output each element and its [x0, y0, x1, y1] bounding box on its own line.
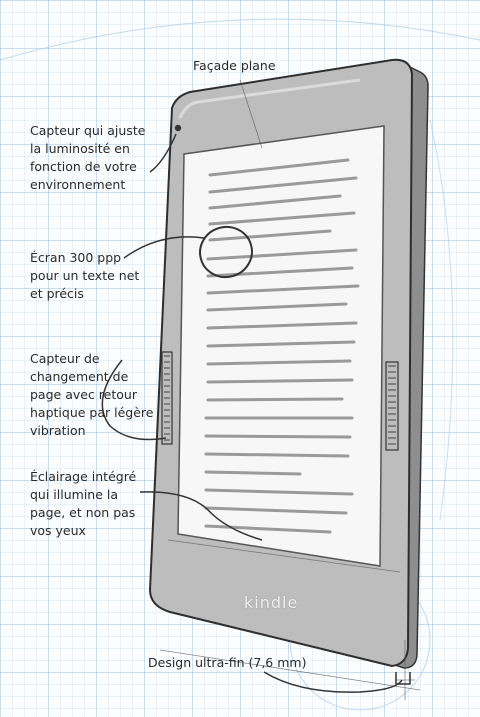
- label-built-in-light: Éclairage intégré qui illumine la page, …: [30, 469, 137, 538]
- light-sensor-dot: [174, 124, 182, 132]
- page-turn-sensor-right: [385, 361, 399, 451]
- construction-lines: [159, 79, 421, 700]
- page-turn-sensor-left: [161, 351, 173, 445]
- device-brand-logo: kindle: [244, 593, 299, 612]
- blueprint-arc-right: [429, 119, 454, 521]
- label-ultra-thin-design: Design ultra-fin (7,6 mm): [148, 655, 307, 670]
- label-facade-plane: Façade plane: [193, 58, 276, 73]
- bezel-highlight: [178, 78, 361, 119]
- pixel-density-circle: [199, 225, 253, 279]
- screen-text-lines: [204, 158, 360, 534]
- label-screen-resolution: Écran 300 ppp pour un texte net et préci…: [30, 250, 140, 301]
- leader-lines: [101, 133, 403, 693]
- thickness-bracket: [395, 672, 411, 685]
- blueprint-arc: [0, 18, 480, 61]
- label-light-sensor: Capteur qui ajuste la luminosité en fonc…: [30, 123, 146, 192]
- label-page-turn-sensor: Capteur de changement de page avec retou…: [30, 351, 154, 438]
